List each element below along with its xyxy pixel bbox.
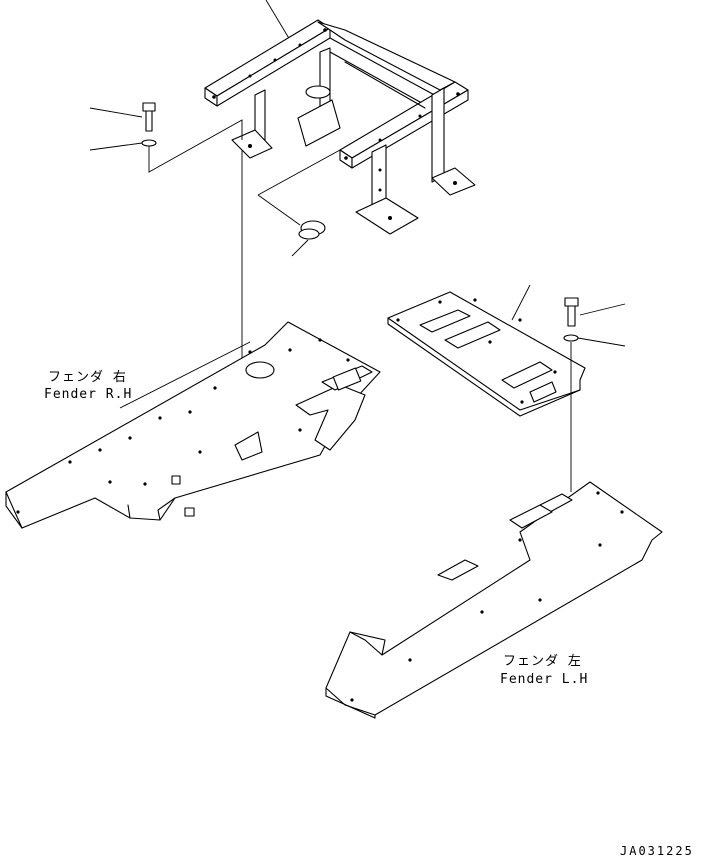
fender-lh (325, 481, 663, 719)
frame-assembly (204, 0, 476, 235)
drawing-code: JA031225 (620, 844, 694, 858)
rubber-cushion (257, 149, 341, 257)
fender-rh (5, 321, 381, 529)
cover-plate (387, 284, 586, 417)
fender-rh-label-en: Fender R.H (44, 387, 132, 402)
fender-rh-label-jp: フェンダ 右 (48, 370, 127, 385)
fender-lh-label-en: Fender L.H (500, 672, 588, 687)
bolt-washer-rh (89, 102, 243, 173)
fender-lh-label-jp: フェンダ 左 (503, 654, 582, 669)
bolt-washer-lh (563, 297, 626, 492)
